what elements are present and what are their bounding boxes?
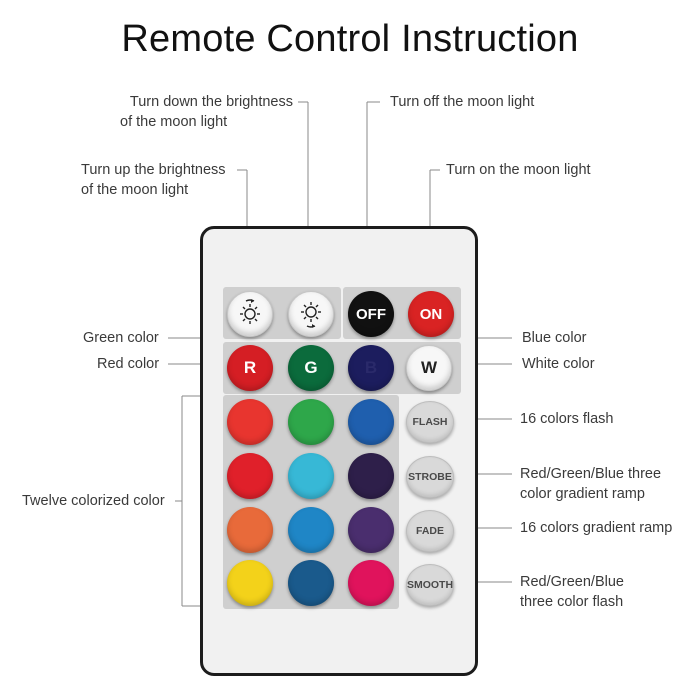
label-brightness-up: Turn up the brightness of the moon light (81, 162, 226, 198)
brightness-down-button[interactable] (227, 291, 273, 337)
label-off: Turn off the moon light (390, 94, 535, 110)
strobe-button[interactable]: STROBE (406, 456, 454, 498)
color-button-6[interactable] (348, 453, 394, 499)
color-button-9[interactable] (348, 507, 394, 553)
label-green: Green color (83, 330, 159, 346)
label-red: Red color (97, 356, 160, 372)
label-white: White color (522, 356, 595, 372)
on-button[interactable]: ON (408, 291, 454, 337)
label-brightness-down: Turn down the brightness of the moon lig… (120, 94, 293, 130)
label-strobe: Red/Green/Blue three color gradient ramp (520, 466, 662, 502)
color-button-11[interactable] (288, 560, 334, 606)
color-button-1[interactable] (227, 399, 273, 445)
color-button-5[interactable] (288, 453, 334, 499)
color-button-10[interactable] (227, 560, 273, 606)
color-button-4[interactable] (227, 453, 273, 499)
label-twelve-colors: Twelve colorized color (22, 493, 165, 509)
fade-button[interactable]: FADE (406, 510, 454, 552)
sun-arrow-up-icon (301, 302, 321, 328)
color-button-2[interactable] (288, 399, 334, 445)
sun-arrow-down-icon (240, 299, 260, 324)
page-title: Remote Control Instruction (121, 18, 579, 60)
color-button-12[interactable] (348, 560, 394, 606)
remote-control: OFF ON R G B W FLASH STROBE FADE SMOOTH (200, 226, 478, 676)
smooth-button[interactable]: SMOOTH (406, 564, 454, 606)
color-button-3[interactable] (348, 399, 394, 445)
brightness-up-button[interactable] (288, 291, 334, 337)
label-smooth: Red/Green/Blue three color flash (520, 574, 624, 610)
label-on: Turn on the moon light (446, 162, 591, 178)
color-button-8[interactable] (288, 507, 334, 553)
blue-button[interactable]: B (348, 345, 394, 391)
label-blue: Blue color (522, 330, 587, 346)
white-button[interactable]: W (406, 345, 452, 391)
flash-button[interactable]: FLASH (406, 401, 454, 443)
label-flash: 16 colors flash (520, 411, 614, 427)
label-fade: 16 colors gradient ramp (520, 520, 673, 536)
off-button[interactable]: OFF (348, 291, 394, 337)
green-button[interactable]: G (288, 345, 334, 391)
color-button-7[interactable] (227, 507, 273, 553)
red-button[interactable]: R (227, 345, 273, 391)
